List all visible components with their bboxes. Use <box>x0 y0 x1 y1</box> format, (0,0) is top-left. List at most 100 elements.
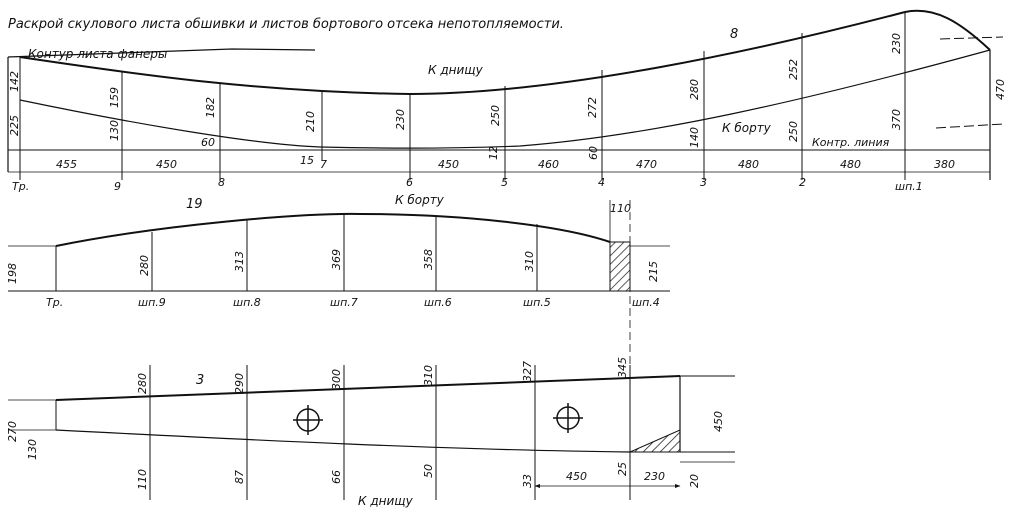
bottom-lower-dim: 87 <box>233 470 246 484</box>
top-spacing: 380 <box>934 158 955 171</box>
bottom-diagram <box>8 375 735 463</box>
top-upper-dim: 210 <box>304 111 317 132</box>
mid-station: шп.9 <box>138 296 166 309</box>
bottom-horiz-dims: 450 230 <box>566 470 665 483</box>
plywood-contour <box>7 48 316 172</box>
mid-end-dim: 110 <box>610 202 631 215</box>
bottom-left-dim: 270 <box>6 421 19 442</box>
mid-to-side-label: К борту <box>395 193 445 207</box>
bottom-right-dims: 450 20 <box>688 411 725 488</box>
top-station: 3 <box>700 176 707 189</box>
top-spacing-dims: 455 450 450 460 470 480 480 380 <box>56 158 955 171</box>
top-lower-dim: 225 <box>8 115 21 136</box>
mid-height-dim: 310 <box>523 251 536 272</box>
top-lower-dims: 225 130 60 15 12 60 140 250 370 <box>8 109 903 167</box>
mid-top-edge <box>55 212 611 247</box>
top-station: шп.1 <box>895 180 923 193</box>
top-upper-dims: 142 159 182 210 230 250 272 280 252 230 <box>8 33 903 132</box>
mid-station-lines <box>151 214 538 291</box>
top-spacing: 450 <box>156 158 177 171</box>
top-upper-dim: 252 <box>787 59 800 80</box>
bottom-lower-dim: 66 <box>330 470 343 484</box>
top-lower-dim: 60 <box>201 136 215 149</box>
drawing-title: Раскрой скулового листа обшивки и листов… <box>8 17 564 32</box>
top-spacing: 455 <box>56 158 77 171</box>
bottom-lower-dim: 25 <box>616 462 629 476</box>
bottom-top-dim: 280 <box>136 373 149 394</box>
mid-height-dim: 280 <box>138 255 151 276</box>
top-upper-dim: 272 <box>586 97 599 118</box>
mid-station: шп.7 <box>330 296 358 309</box>
middle-diagram <box>8 200 670 370</box>
top-station: 4 <box>598 176 605 189</box>
lower-edge <box>19 49 991 149</box>
mid-station: шп.5 <box>523 296 551 309</box>
bottom-top-dims: 280 290 300 310 327 345 <box>136 357 629 394</box>
top-part-number: 8 <box>730 27 738 42</box>
mid-station: шп.8 <box>233 296 261 309</box>
bottom-top-edge <box>55 375 681 401</box>
top-upper-dim: 159 <box>108 87 121 108</box>
bottom-top-dim: 327 <box>521 361 534 382</box>
top-station: 7 <box>320 158 327 171</box>
top-upper-dim: 182 <box>204 97 217 118</box>
bottom-lower-dim: 50 <box>422 464 435 478</box>
top-lower-dim: 140 <box>688 127 701 148</box>
top-station: 9 <box>114 180 121 193</box>
top-station: Тр. <box>12 180 29 193</box>
upper-edge <box>19 9 991 96</box>
top-upper-dim: 230 <box>394 109 407 130</box>
top-end-dim: 470 <box>994 79 1007 100</box>
bottom-to-bottom-label: К днищу <box>358 494 414 508</box>
bottom-top-dim: 310 <box>422 365 435 386</box>
bottom-left-dim: 130 <box>26 439 39 460</box>
top-station-lines <box>19 12 906 180</box>
bottom-left-dims: 270 130 <box>6 421 39 460</box>
mid-end-dim: 215 <box>647 261 660 282</box>
bottom-top-dim: 345 <box>616 357 629 378</box>
bottom-right-dim: 20 <box>688 474 701 488</box>
top-upper-dim: 230 <box>890 33 903 54</box>
top-spacing: 480 <box>738 158 759 171</box>
top-spacing: 480 <box>840 158 861 171</box>
bottom-top-dim: 290 <box>233 373 246 394</box>
top-to-side-label: К борту <box>722 121 772 135</box>
bottom-lower-dim: 110 <box>136 469 149 490</box>
top-lower-dim: 12 <box>487 146 500 160</box>
bottom-station-lines <box>149 365 631 500</box>
control-line-label: Контр. линия <box>812 136 890 149</box>
end-ref-dash-2 <box>939 36 1004 40</box>
plywood-contour-label: Контур листа фанеры <box>28 47 167 61</box>
top-lower-dim: 130 <box>108 120 121 141</box>
bottom-part-number: 3 <box>196 373 204 388</box>
mid-hatched-zone <box>609 241 631 292</box>
top-lower-dim: 370 <box>890 109 903 130</box>
mid-station: шп.6 <box>424 296 452 309</box>
bottom-lower-edge <box>55 429 631 453</box>
top-spacing: 470 <box>636 158 657 171</box>
bottom-right-dim: 450 <box>712 411 725 432</box>
bottom-horiz-dim: 450 <box>566 470 587 483</box>
top-to-bottom-label: К днищу <box>428 63 484 77</box>
mid-station-labels: Тр. шп.9 шп.8 шп.7 шп.6 шп.5 шп.4 <box>46 296 660 309</box>
top-station: 5 <box>501 176 508 189</box>
top-upper-dim: 280 <box>688 79 701 100</box>
mid-height-dim: 313 <box>233 251 246 272</box>
top-lower-dim: 250 <box>787 121 800 142</box>
top-station: 2 <box>799 176 806 189</box>
mid-height-dims: 198 280 313 369 358 310 <box>6 249 536 284</box>
bottom-horiz-dim: 230 <box>644 470 665 483</box>
top-lower-dim: 15 <box>300 154 314 167</box>
mid-part-number: 19 <box>186 197 203 212</box>
mid-station: шп.4 <box>632 296 660 309</box>
bottom-lower-dim: 33 <box>521 474 534 488</box>
top-station: 8 <box>218 176 225 189</box>
bottom-top-dim: 300 <box>330 369 343 390</box>
top-spacing: 460 <box>538 158 559 171</box>
mid-height-dim: 358 <box>422 249 435 270</box>
top-spacing: 450 <box>438 158 459 171</box>
bottom-lower-dims: 110 87 66 50 33 25 <box>136 462 629 490</box>
mid-station: Тр. <box>46 296 63 309</box>
top-station-labels: Тр. 9 8 7 6 5 4 3 2 шп.1 <box>12 158 923 193</box>
